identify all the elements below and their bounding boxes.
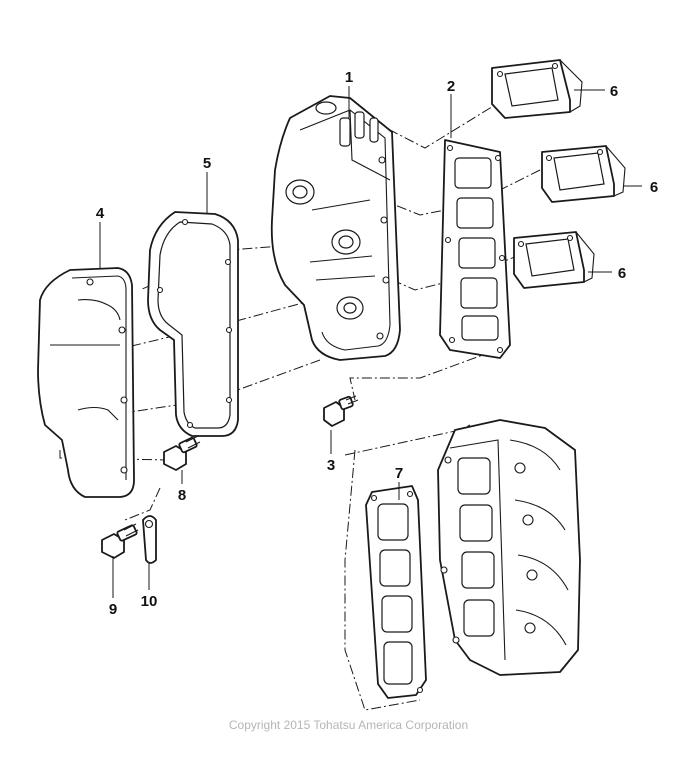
callout-3: 3 xyxy=(327,457,335,474)
strap-part-10 xyxy=(142,515,157,564)
callout-7: 7 xyxy=(395,465,403,482)
cover-part-4 xyxy=(37,267,135,498)
housing-part-1 xyxy=(270,95,401,361)
gasket-part-2 xyxy=(439,139,511,359)
gasket-part-7 xyxy=(365,485,427,699)
bolt-part-3 xyxy=(323,395,359,427)
reed-valve-part-6c xyxy=(513,231,595,289)
leader-lines xyxy=(99,86,642,598)
callout-6c: 6 xyxy=(618,265,626,282)
callout-10: 10 xyxy=(141,593,158,610)
gasket-part-5 xyxy=(147,211,239,437)
bolt-part-8 xyxy=(163,435,201,471)
callout-6a: 6 xyxy=(610,83,618,100)
copyright-notice: Copyright 2015 Tohatsu America Corporati… xyxy=(228,718,469,732)
callout-8: 8 xyxy=(178,487,186,504)
bolt-part-9 xyxy=(101,523,139,559)
crankcase-block xyxy=(437,419,581,676)
callout-9: 9 xyxy=(109,601,117,618)
callout-2: 2 xyxy=(447,78,455,95)
callout-5: 5 xyxy=(203,155,211,172)
callout-6b: 6 xyxy=(650,179,658,196)
callout-4: 4 xyxy=(96,205,105,222)
callout-1: 1 xyxy=(345,69,353,86)
reed-valve-part-6b xyxy=(541,145,626,203)
reed-valve-part-6a xyxy=(491,59,583,119)
